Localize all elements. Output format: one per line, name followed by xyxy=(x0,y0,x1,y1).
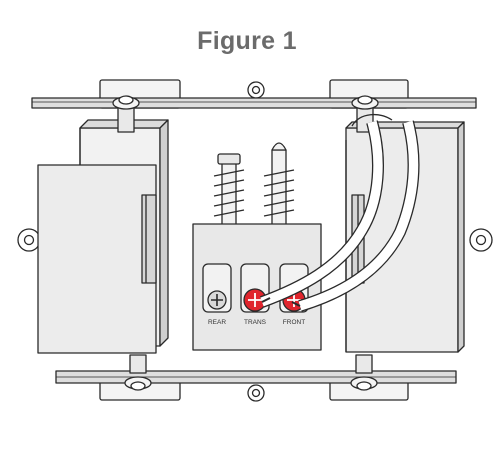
plunger-left xyxy=(213,153,245,227)
chime-wires xyxy=(259,114,420,312)
bottom-screw-left xyxy=(124,354,152,391)
top-mounting-plate xyxy=(31,79,477,109)
bottom-mounting-plate xyxy=(55,370,457,402)
top-screw-left xyxy=(112,95,140,133)
right-mounting-ear xyxy=(469,228,493,252)
trans-terminal-label: TRANS xyxy=(244,319,267,326)
figure-title: Figure 1 xyxy=(197,27,297,55)
front-terminal-label: FRONT xyxy=(283,319,305,326)
rear-terminal-label: REAR xyxy=(208,319,226,326)
plunger-right xyxy=(263,142,295,227)
rear-terminal-screw xyxy=(207,290,227,310)
bottom-screw-right xyxy=(350,354,378,391)
left-transformer-block xyxy=(37,119,169,354)
